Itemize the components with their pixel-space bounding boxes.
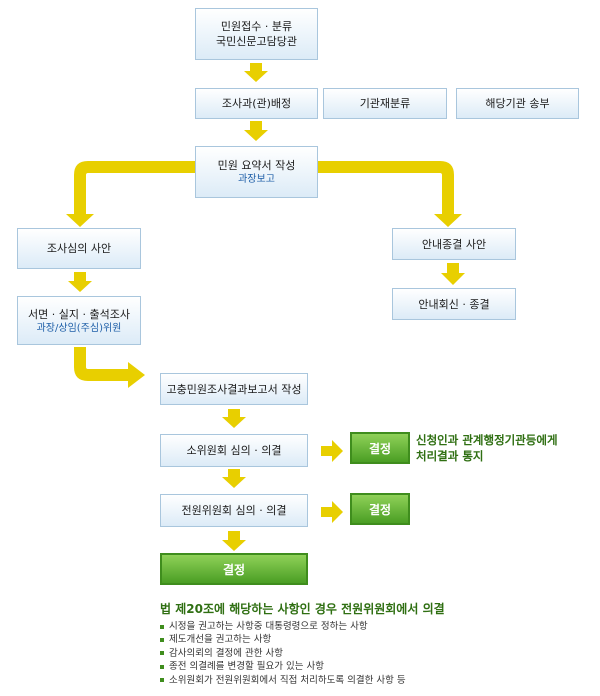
node-subcommittee-label: 소위원회 심의 · 의결 (186, 444, 282, 457)
arrow-right-2 (321, 501, 343, 523)
decision-final: 결정 (160, 553, 308, 585)
node-assign: 조사과(관)배정 (195, 88, 318, 119)
arrow-down-1 (244, 63, 268, 82)
decision-subcommittee: 결정 (350, 432, 410, 464)
node-guidance-case: 안내종결 사안 (392, 228, 516, 260)
node-guidance-reply-label: 안내회신 · 종결 (418, 297, 490, 311)
arrow-down-6 (222, 469, 246, 488)
notes-section: 법 제20조에 해당하는 사항인 경우 전원위원회에서 의결 시정을 권고하는 … (160, 600, 590, 687)
bullet-icon (160, 664, 164, 669)
result-note: 신청인과 관계행정기관등에게 처리결과 통지 (416, 432, 558, 464)
notes-item: 종전 의결례를 변경할 필요가 있는 사항 (160, 660, 590, 673)
bullet-icon (160, 678, 164, 683)
notes-item: 소위원회가 전원위원회에서 직접 처리하도록 의결한 사항 등 (160, 674, 590, 687)
node-subcommittee: 소위원회 심의 · 의결 (160, 434, 308, 467)
arrow-curve-left (66, 161, 195, 227)
node-reception-line2: 국민신문고담당관 (216, 35, 297, 48)
node-document-review-sub: 과장/상임(주심)위원 (36, 322, 122, 334)
decision-plenary: 결정 (350, 493, 410, 525)
node-guidance-reply: 안내회신 · 종결 (392, 288, 516, 320)
notes-item: 감사의뢰의 결정에 관한 사항 (160, 647, 590, 660)
notes-title: 법 제20조에 해당하는 사항인 경우 전원위원회에서 의결 (160, 602, 445, 616)
notes-item-text: 시정을 권고하는 사항중 대통령령으로 정하는 사항 (169, 621, 368, 632)
node-summary-label: 민원 요약서 작성 (217, 159, 296, 172)
result-note-line1: 신청인과 관계행정기관등에게 (416, 433, 558, 447)
arrow-down-2 (244, 121, 268, 141)
node-reception-line1: 민원접수 · 분류 (220, 20, 293, 33)
arrow-down-3 (68, 272, 92, 292)
node-investigation-case: 조사심의 사안 (17, 228, 141, 269)
node-reclassify: 기관재분류 (323, 88, 447, 119)
node-document-review-label: 서면 · 실지 · 출석조사 (28, 307, 130, 321)
arrow-elbow-report (74, 347, 145, 388)
notes-list: 시정을 권고하는 사항중 대통령령으로 정하는 사항 제도개선을 권고하는 사항… (160, 620, 590, 687)
arrow-curve-right (318, 161, 462, 227)
node-assign-label: 조사과(관)배정 (221, 97, 292, 110)
decision-plenary-label: 결정 (368, 502, 392, 517)
decision-final-label: 결정 (222, 562, 246, 577)
arrow-down-4 (441, 263, 465, 285)
node-plenary: 전원위원회 심의 · 의결 (160, 494, 308, 527)
node-reception: 민원접수 · 분류 국민신문고담당관 (195, 8, 318, 60)
node-report: 고충민원조사결과보고서 작성 (160, 373, 308, 405)
result-note-line2: 처리결과 통지 (416, 449, 484, 463)
bullet-icon (160, 624, 164, 629)
arrow-right-1 (321, 440, 343, 462)
notes-item: 제도개선을 권고하는 사항 (160, 633, 590, 646)
node-summary-sub: 과장보고 (238, 174, 275, 185)
node-report-label: 고충민원조사결과보고서 작성 (166, 382, 302, 396)
arrow-down-5 (222, 409, 246, 428)
notes-item-text: 제도개선을 권고하는 사항 (169, 634, 272, 646)
notes-item-text: 감사의뢰의 결정에 관한 사항 (169, 647, 283, 659)
notes-item: 시정을 권고하는 사항중 대통령령으로 정하는 사항 (160, 620, 590, 633)
node-investigation-case-label: 조사심의 사안 (46, 242, 112, 255)
decision-subcommittee-label: 결정 (368, 441, 392, 456)
node-reclassify-label: 기관재분류 (359, 97, 411, 110)
arrow-down-7 (222, 531, 246, 551)
node-document-review: 서면 · 실지 · 출석조사 과장/상임(주심)위원 (17, 296, 141, 345)
bullet-icon (160, 637, 164, 642)
notes-item-text: 종전 의결례를 변경할 필요가 있는 사항 (169, 661, 324, 673)
notes-item-text: 소위원회가 전원위원회에서 직접 처리하도록 의결한 사항 등 (169, 674, 406, 686)
node-transfer: 해당기관 송부 (456, 88, 579, 119)
node-plenary-label: 전원위원회 심의 · 의결 (181, 504, 287, 517)
node-summary: 민원 요약서 작성 과장보고 (195, 146, 318, 198)
node-guidance-case-label: 안내종결 사안 (421, 237, 487, 251)
bullet-icon (160, 651, 164, 656)
node-transfer-label: 해당기관 송부 (485, 97, 550, 110)
